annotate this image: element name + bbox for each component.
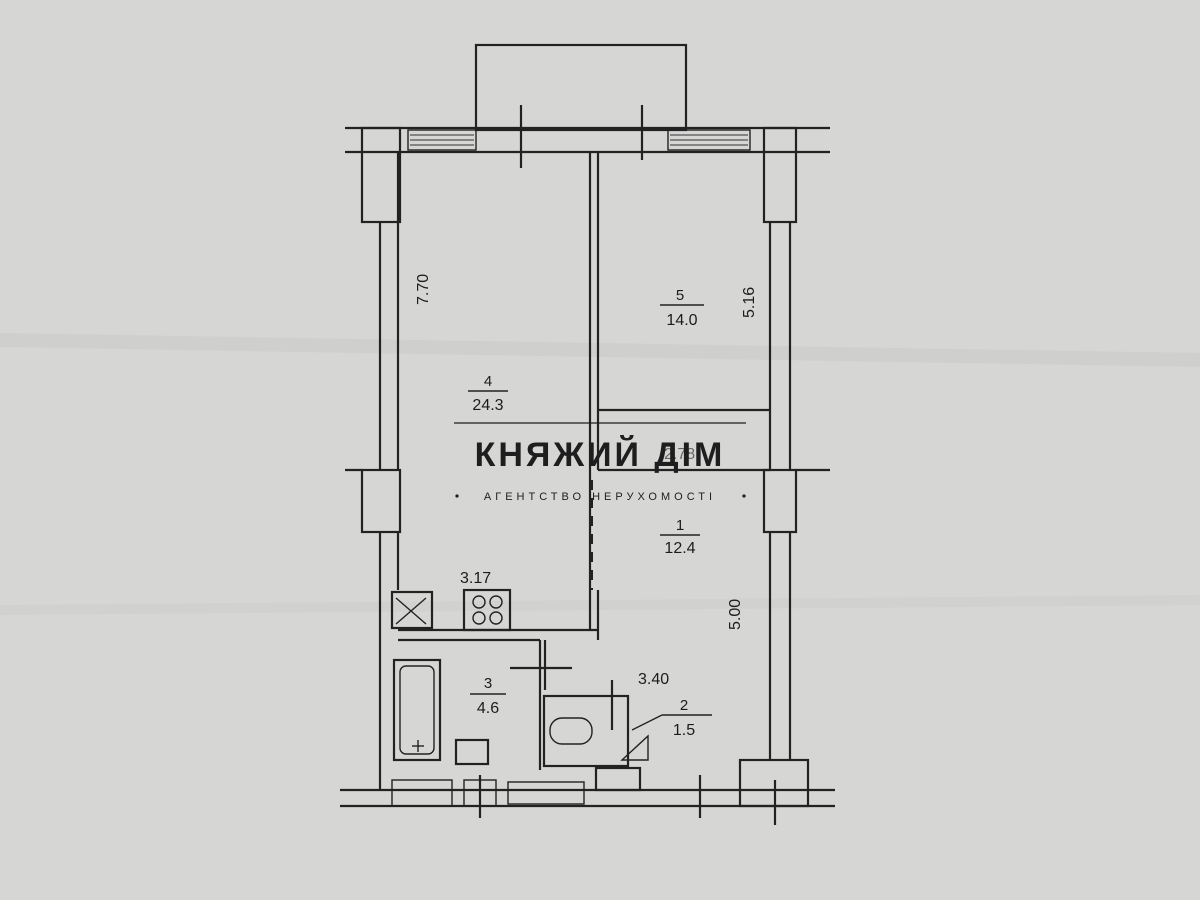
toilet-room	[542, 694, 630, 768]
dim-room1-length: 5.00	[727, 599, 744, 630]
dim-room4-length: 7.70	[415, 274, 432, 305]
corner-sink	[620, 734, 649, 761]
balcony	[474, 43, 688, 132]
partition-4-5	[588, 152, 770, 640]
room-4-area: 24.3	[472, 397, 503, 414]
sink-cabinet	[390, 590, 434, 630]
room-5-area: 14.0	[666, 312, 697, 329]
room-4-label: 4 24.3	[468, 373, 508, 414]
dim-room5-length: 5.16	[741, 287, 758, 318]
stove	[462, 588, 512, 632]
dim-partial: 2.78	[664, 446, 695, 463]
washbasin	[454, 738, 490, 766]
room-2-number: 2	[680, 697, 688, 714]
dim-hall-width: 3.40	[638, 671, 669, 688]
room-3-number: 3	[484, 675, 492, 692]
room-2-label: 2 1.5	[631, 697, 712, 739]
dim-kitchen-width: 3.17	[460, 570, 491, 587]
room-1-label: 1 12.4	[660, 517, 700, 557]
watermark-tagline: АГЕНТСТВО НЕРУХОМОСТІ	[484, 491, 716, 503]
bottom-wall	[340, 758, 835, 825]
room-5-label: 5 14.0	[660, 287, 704, 329]
wet-zone	[390, 588, 649, 792]
watermark-brand: КНЯЖИЙ ДІМ	[475, 435, 726, 474]
room-3-area: 4.6	[477, 700, 499, 717]
room-1-number: 1	[676, 517, 684, 534]
room-3-label: 3 4.6	[470, 675, 506, 717]
right-wall	[762, 126, 830, 760]
toilet	[549, 717, 593, 745]
bathtub	[392, 658, 442, 762]
room-2-area: 1.5	[673, 722, 695, 739]
room-5-number: 5	[676, 287, 684, 304]
room-1-area: 12.4	[664, 540, 695, 557]
left-wall	[345, 126, 402, 790]
room-4-number: 4	[484, 373, 492, 390]
paper-texture	[0, 333, 1200, 615]
watermark: КНЯЖИЙ ДІМ АГЕНТСТВО НЕРУХОМОСТІ	[454, 422, 746, 503]
top-wall	[345, 105, 830, 168]
